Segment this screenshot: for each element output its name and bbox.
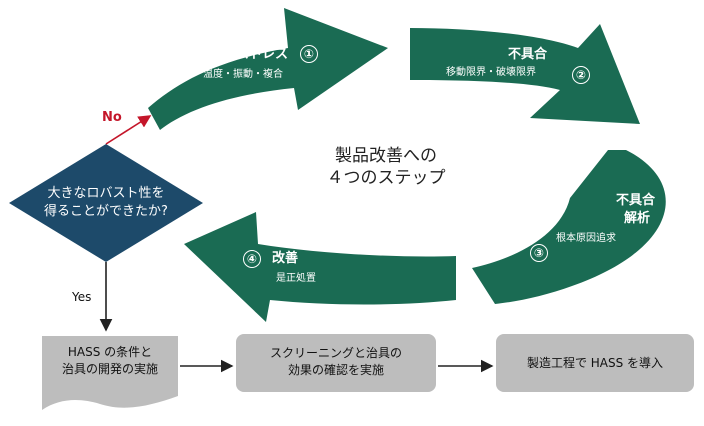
process-box-1 bbox=[42, 336, 178, 410]
step2-subtitle: 移動限界・破壊限界 bbox=[446, 67, 536, 78]
decision-line2: 得ることができたか? bbox=[44, 203, 168, 219]
step2-arrow bbox=[410, 24, 640, 124]
decision-text: 大きなロバスト性を 得ることができたか? bbox=[31, 185, 181, 220]
step3-title-line1: 不具合 bbox=[616, 193, 656, 208]
process3-text: 製造工程で HASS を導入 bbox=[496, 355, 694, 372]
no-label: No bbox=[102, 110, 122, 125]
process3-line1: 製造工程で HASS を導入 bbox=[526, 356, 664, 370]
process-box-2 bbox=[236, 334, 436, 392]
center-title-line2: ４つのステップ bbox=[326, 168, 446, 189]
process2-line1: スクリーニングと治具の bbox=[269, 346, 402, 360]
process1-line1: HASS の条件と bbox=[67, 345, 153, 359]
step4-arrow bbox=[184, 212, 456, 322]
center-title-line1: 製品改善への bbox=[335, 146, 437, 166]
step1-title: ストレス bbox=[236, 47, 289, 62]
step3-arrow bbox=[472, 150, 666, 304]
step3-number: ③ bbox=[530, 244, 548, 262]
process1-text: HASS の条件と 治具の開発の実施 bbox=[42, 344, 178, 379]
decision-diamond bbox=[9, 144, 203, 262]
step4-subtitle: 是正処置 bbox=[276, 273, 316, 284]
step1-arrow bbox=[148, 8, 388, 130]
step4-title: 改善 bbox=[272, 251, 299, 266]
yes-label: Yes bbox=[72, 290, 92, 304]
process2-text: スクリーニングと治具の 効果の確認を実施 bbox=[236, 345, 436, 380]
decision-line1: 大きなロバスト性を bbox=[47, 186, 165, 201]
step3-subtitle: 根本原因追求 bbox=[556, 233, 616, 244]
center-title: 製品改善への ４つのステップ bbox=[306, 145, 466, 189]
step2-title: 不具合 bbox=[508, 47, 548, 62]
step1-subtitle: 温度・振動・複合 bbox=[203, 69, 283, 80]
process1-line2: 治具の開発の実施 bbox=[61, 362, 158, 377]
process2-line2: 効果の確認を実施 bbox=[287, 363, 384, 378]
step2-number: ② bbox=[572, 66, 590, 84]
step4-number: ④ bbox=[243, 250, 261, 268]
step1-number: ① bbox=[300, 45, 318, 63]
no-arrow bbox=[105, 115, 152, 145]
step3-title-line2: 解析 bbox=[624, 211, 651, 226]
process-box-3 bbox=[496, 334, 694, 392]
